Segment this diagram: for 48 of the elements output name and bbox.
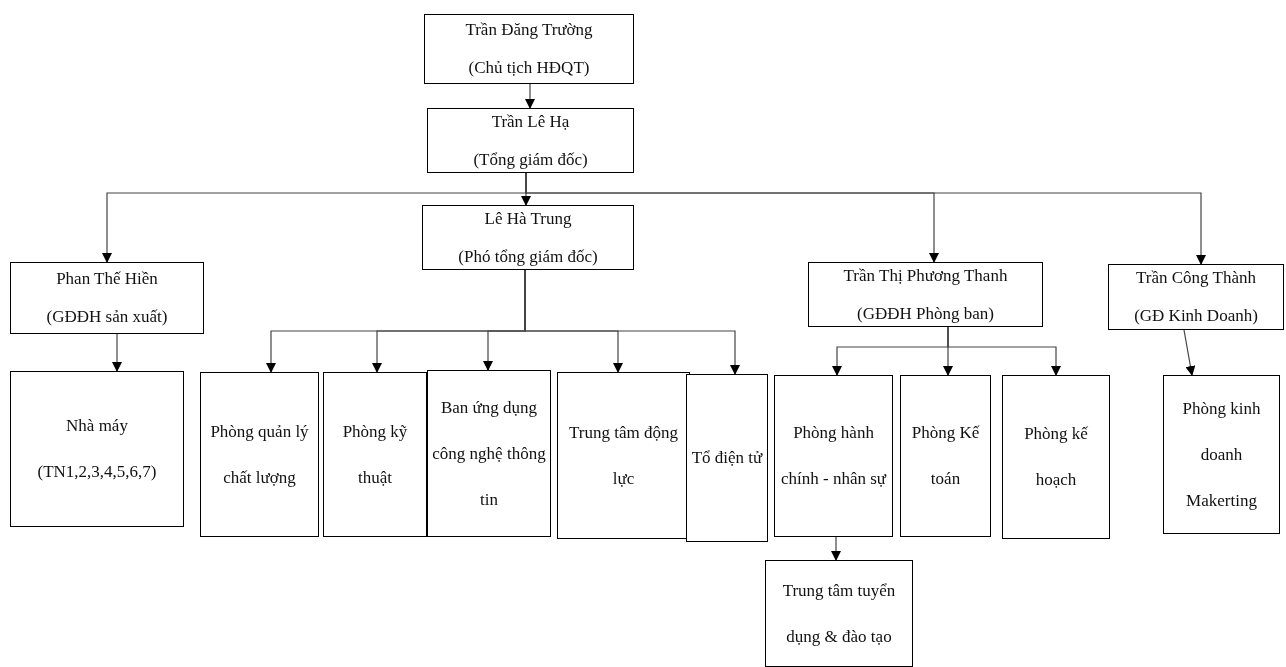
box-text: Lê Hà Trung — [484, 207, 572, 230]
box-text: Trần Công Thành — [1136, 267, 1256, 289]
org-box — [686, 374, 768, 542]
box-text: Ban ứng dụng công nghệ thông tin — [432, 396, 546, 511]
box-text: Trung tâm động lực — [568, 421, 679, 490]
org-box — [323, 372, 427, 537]
org-box — [808, 262, 1043, 327]
org-box — [427, 108, 634, 173]
box-text: Phòng kỹ thuật — [341, 420, 409, 489]
box-text: Phòng kế hoạch — [1023, 423, 1089, 491]
box-text: Phòng kinh doanh Makerting — [1181, 397, 1262, 512]
box-text: Tổ điện tử — [691, 447, 763, 469]
arrow — [831, 536, 841, 561]
org-box — [422, 205, 634, 270]
box-text: Trần Đăng Trường — [465, 19, 593, 41]
org-box — [557, 372, 690, 539]
box-text: (TN1,2,3,4,5,6,7) — [37, 461, 157, 483]
org-box — [424, 14, 634, 84]
org-box — [427, 370, 551, 537]
box-text: (Phó tổng giám đốc) — [458, 245, 598, 268]
box-text: (GĐĐH sản xuất) — [46, 306, 168, 328]
box-text: Trung tâm tuyển dụng & đào tạo — [781, 579, 897, 648]
org-box — [1163, 375, 1280, 534]
arrow — [525, 172, 1206, 265]
org-box — [900, 375, 991, 537]
org-box — [10, 262, 204, 334]
arrow — [112, 333, 122, 372]
arrow — [524, 269, 740, 375]
org-box — [200, 372, 319, 537]
box-text: Phòng hành chính - nhân sự — [779, 422, 888, 490]
org-box — [765, 560, 913, 667]
arrow — [1183, 329, 1196, 376]
box-text: Phan Thế Hiền — [56, 268, 158, 290]
org-box — [1002, 375, 1110, 539]
box-text: Trần Lê Hạ — [491, 110, 570, 133]
box-text: Nhà máy — [66, 415, 128, 437]
org-box — [774, 375, 893, 537]
box-text: (Tổng giám đốc) — [473, 148, 588, 171]
box-text: (Chủ tịch HĐQT) — [468, 57, 590, 79]
org-box — [10, 371, 184, 527]
box-text: (GĐĐH Phòng ban) — [857, 302, 994, 325]
box-text: Phòng quản lý chất lượng — [209, 420, 310, 489]
arrow — [947, 326, 1061, 376]
arrow — [525, 83, 535, 109]
box-text: Phòng Kế toán — [910, 422, 981, 490]
box-text: Trần Thị Phương Thanh — [843, 264, 1008, 287]
box-text: (GĐ Kinh Doanh) — [1134, 305, 1258, 327]
org-box — [1108, 264, 1284, 330]
